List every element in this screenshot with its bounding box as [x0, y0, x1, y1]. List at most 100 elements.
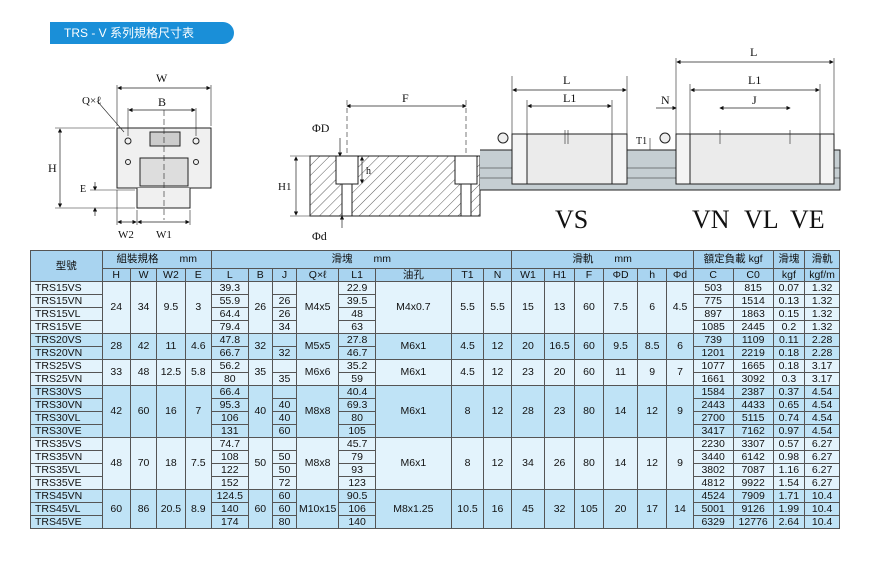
cell-model: TRS15VN	[30, 294, 103, 308]
cell-t1: 4.5	[450, 333, 485, 360]
spec-table: 型號 組裝規格 mm 滑塊 mm 滑軌 mm 額定負載 kgf 滑塊 滑軌 H …	[30, 250, 840, 529]
cell-c: 775	[692, 294, 734, 308]
sub-QxL: Q×ℓ	[296, 268, 340, 282]
cell-rail-weight: 1.32	[804, 307, 840, 321]
cell-h1: 16.5	[544, 333, 575, 360]
sub-N: N	[483, 268, 512, 282]
cell-c0: 12776	[732, 515, 774, 529]
cell-w1: 15	[510, 281, 546, 334]
cell-l1: 79	[338, 450, 376, 464]
cell-h1: 32	[544, 489, 575, 529]
cell-c0: 7909	[732, 489, 774, 503]
cell-qxl: M8x8	[296, 385, 340, 438]
cell-w2: 16	[156, 385, 186, 438]
sub-phid: Φd	[666, 268, 694, 282]
header-block: 滑塊 mm	[210, 250, 512, 269]
cell-c0: 6142	[732, 450, 774, 464]
sub-H1: H1	[544, 268, 575, 282]
cell-qxl: M6x6	[296, 359, 340, 386]
cell-qxl: M10x15	[296, 489, 340, 529]
label-w1: W1	[156, 229, 172, 241]
cell-w: 48	[129, 359, 158, 386]
cell-c: 1661	[692, 372, 734, 386]
label-l-vn: L	[750, 45, 757, 59]
cell-rail-weight: 2.28	[804, 346, 840, 360]
cell-c0: 815	[732, 281, 774, 295]
cell-model: TRS35VS	[30, 437, 103, 451]
cell-rail-weight: 3.17	[804, 372, 840, 386]
cell-n: 5.5	[483, 281, 512, 334]
cell-oil-hole: M6x1	[374, 333, 452, 360]
cell-c: 1584	[692, 385, 734, 399]
cell-n: 16	[483, 489, 512, 529]
cell-t1: 5.5	[450, 281, 485, 334]
cell-phid-small: 4.5	[666, 281, 694, 334]
cell-rail-weight: 10.4	[804, 489, 840, 503]
label-n: N	[661, 93, 670, 107]
cell-c0: 9922	[732, 476, 774, 490]
label-h: H	[48, 161, 57, 175]
technical-drawing: W B Q×ℓ H E W2 W1 F ΦD h H1 Φd	[48, 45, 841, 243]
cell-l1: 105	[338, 424, 376, 438]
cell-oil-hole: M8x1.25	[374, 489, 452, 529]
cell-w2: 11	[156, 333, 186, 360]
cell-oil-hole: M6x1	[374, 437, 452, 490]
cell-l1: 40.4	[338, 385, 376, 399]
cell-c: 4524	[692, 489, 734, 503]
sub-phiD: ΦD	[603, 268, 638, 282]
cell-rail-weight: 6.27	[804, 463, 840, 477]
cell-block-weight: 0.15	[772, 307, 806, 321]
cell-j: 26	[271, 307, 298, 321]
cell-j: 40	[271, 411, 298, 425]
cell-model: TRS25VN	[30, 372, 103, 386]
cell-l: 79.4	[210, 320, 249, 334]
cell-rail-weight: 4.54	[804, 424, 840, 438]
cell-c: 3802	[692, 463, 734, 477]
cell-block-weight: 1.16	[772, 463, 806, 477]
cell-e: 7.5	[184, 437, 212, 490]
label-phid-upper: ΦD	[312, 121, 330, 135]
label-h1: H1	[278, 181, 291, 193]
cell-c0: 1665	[732, 359, 774, 373]
cell-rail-weight: 6.27	[804, 437, 840, 451]
sub-W2: W2	[156, 268, 186, 282]
cell-j: 50	[271, 450, 298, 464]
cell-block-weight: 1.71	[772, 489, 806, 503]
cell-phid-small: 9	[666, 385, 694, 438]
cell-c0: 1863	[732, 307, 774, 321]
sub-C: C	[692, 268, 734, 282]
cell-l1: 46.7	[338, 346, 376, 360]
cell-c: 2230	[692, 437, 734, 451]
cell-block-weight: 1.99	[772, 502, 806, 516]
cell-f: 105	[573, 489, 605, 529]
cell-w2: 9.5	[156, 281, 186, 334]
sub-oil: 油孔	[374, 268, 452, 282]
cell-w1: 20	[510, 333, 546, 360]
cell-f: 60	[573, 281, 605, 334]
label-e: E	[80, 184, 86, 195]
cell-model: TRS25VS	[30, 359, 103, 373]
cell-j-empty	[271, 385, 298, 399]
cell-rail-weight: 1.32	[804, 320, 840, 334]
cell-j: 60	[271, 424, 298, 438]
cell-model: TRS15VE	[30, 320, 103, 334]
cell-w: 60	[129, 385, 158, 438]
cell-l: 124.5	[210, 489, 249, 503]
cell-h-small: 12	[636, 437, 668, 490]
sub-W1: W1	[510, 268, 546, 282]
cell-j: 35	[271, 372, 298, 386]
cell-f: 80	[573, 385, 605, 438]
cell-c0: 2219	[732, 346, 774, 360]
label-vn: VN	[692, 205, 730, 234]
cell-j: 32	[271, 346, 298, 360]
cell-block-weight: 2.64	[772, 515, 806, 529]
cell-h1: 26	[544, 437, 575, 490]
label-w: W	[156, 71, 168, 85]
